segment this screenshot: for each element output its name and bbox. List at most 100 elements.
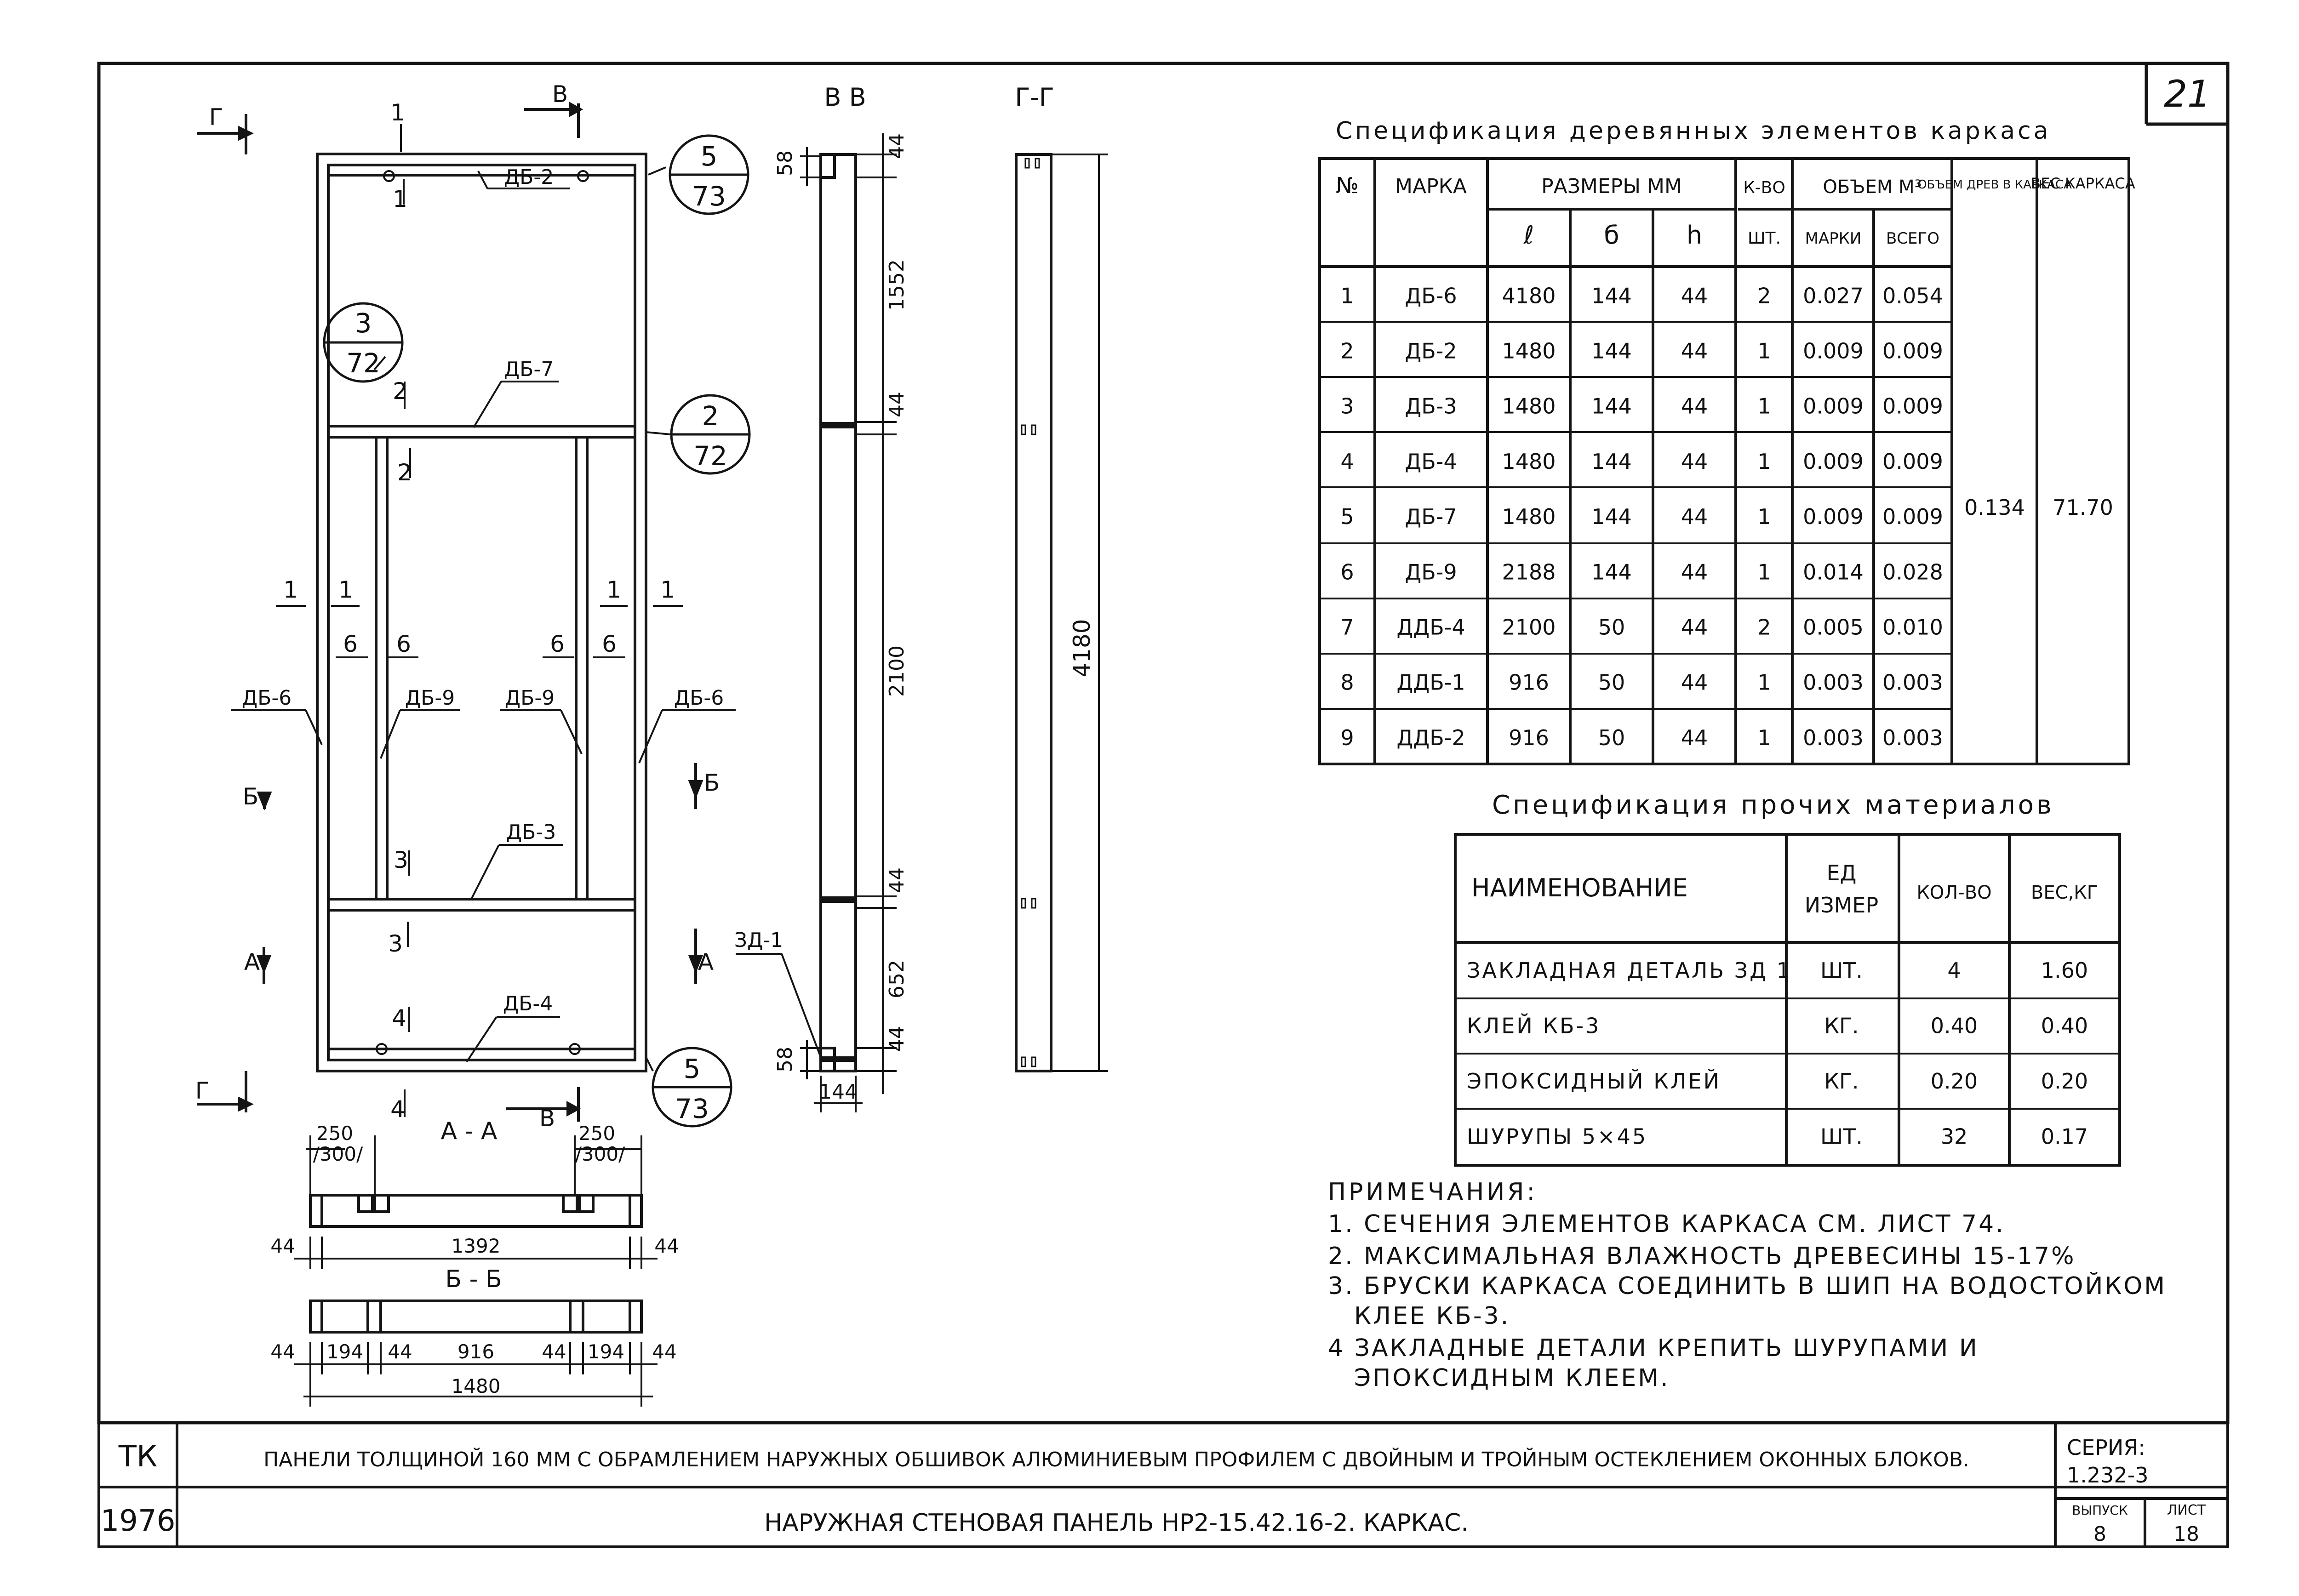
other-cell-name: ШУРУПЫ 5×45 xyxy=(1467,1124,1647,1149)
wood-cell-qty: 1 xyxy=(1757,394,1771,419)
section-aa: А - А 250 /300/ 250 /300/ xyxy=(270,1117,679,1269)
wood-cell-l: 1480 xyxy=(1502,339,1556,364)
wood-cell-mark: ДДБ-2 xyxy=(1396,725,1465,750)
wood-cell-h: 44 xyxy=(1681,449,1708,474)
wood-cell-n: 6 xyxy=(1340,559,1354,584)
other-cell-weight: 1.60 xyxy=(2041,958,2088,983)
wood-cell-vol: 0.009 xyxy=(1803,449,1864,474)
section-aa-title: А - А xyxy=(441,1117,498,1145)
wood-cell-total: 0.028 xyxy=(1882,559,1943,584)
callout-mid-num: 2 xyxy=(702,400,719,432)
sheet-title: НАРУЖНАЯ СТЕНОВАЯ ПАНЕЛЬ НР2-15.42.16-2.… xyxy=(764,1509,1469,1537)
top-rail-db2 xyxy=(327,164,636,177)
mark-4-lower: 4 xyxy=(390,1096,405,1123)
wood-cell-mark: ДБ-4 xyxy=(1405,449,1457,474)
wood-cell-vol: 0.003 xyxy=(1803,670,1864,695)
wood-cell-l: 1480 xyxy=(1502,449,1556,474)
note-line-6: ЭПОКСИДНЫМ КЛЕЕМ. xyxy=(1354,1364,1670,1392)
other-cell-unit: КГ. xyxy=(1824,1069,1859,1094)
wood-spec-table: Спецификация деревянных элементов каркас… xyxy=(1318,117,2135,765)
wood-cell-qty: 1 xyxy=(1757,449,1771,474)
mark-6-d: 6 xyxy=(602,631,617,657)
callout-left-num: 3 xyxy=(355,308,372,339)
series-value: 1.232-3 xyxy=(2067,1463,2149,1488)
notes-title: ПРИМЕЧАНИЯ: xyxy=(1328,1178,1538,1206)
hdr-weight: ВЕС КАРКАСА xyxy=(2030,175,2135,192)
dim-bb-44-b: 44 xyxy=(388,1340,412,1363)
mark-1-top: 1 xyxy=(390,99,405,126)
label-db2: ДБ-2 xyxy=(504,165,554,189)
wood-cell-h: 44 xyxy=(1681,504,1708,529)
wood-cell-vol: 0.027 xyxy=(1803,283,1864,308)
cut-label-g-top: Г xyxy=(209,104,223,131)
label-db6-left: ДБ-6 xyxy=(242,686,292,710)
wood-cell-mark: ДДБ-1 xyxy=(1396,670,1465,695)
dim-vv-9: 144 xyxy=(819,1080,858,1104)
other-cell-qty: 4 xyxy=(1947,958,1961,983)
other-cell-weight: 0.20 xyxy=(2041,1069,2088,1094)
label-db6-right: ДБ-6 xyxy=(674,686,724,710)
other-cell-weight: 0.40 xyxy=(2041,1014,2088,1038)
other-cell-unit: ШТ. xyxy=(1820,958,1863,983)
callout-bottom-den: 73 xyxy=(675,1093,709,1124)
cut-label-b-left: Б xyxy=(243,783,258,810)
wood-cell-l: 1480 xyxy=(1502,394,1556,419)
other-hdr-qty: КОЛ-ВО xyxy=(1916,882,1991,903)
other-cell-qty: 0.20 xyxy=(1931,1069,1978,1094)
wood-cell-h: 44 xyxy=(1681,725,1708,750)
label-zd1: ЗД-1 xyxy=(734,929,783,952)
dim-gg-length: 4180 xyxy=(1069,619,1095,677)
other-hdr-weight: ВЕС,КГ xyxy=(2031,882,2098,903)
wood-cell-h: 44 xyxy=(1681,283,1708,308)
wood-cell-b: 50 xyxy=(1598,615,1625,640)
wood-cell-l: 916 xyxy=(1509,670,1549,695)
dim-aa-250-right: 250 xyxy=(578,1122,615,1145)
mark-6-b: 6 xyxy=(396,631,411,657)
wood-cell-total: 0.010 xyxy=(1882,615,1943,640)
wood-cell-vol: 0.009 xyxy=(1803,339,1864,364)
dim-vv-4: 2100 xyxy=(885,645,909,697)
mark-2-upper: 2 xyxy=(393,378,407,405)
wood-cell-total: 0.009 xyxy=(1882,339,1943,364)
wood-cell-vol: 0.014 xyxy=(1803,559,1864,584)
mark-1-right-a: 1 xyxy=(606,576,621,603)
hdr-h: h xyxy=(1687,221,1702,250)
wood-cell-b: 144 xyxy=(1591,449,1632,474)
hdr-num: № xyxy=(1336,173,1359,199)
cut-label-g-bottom: Г xyxy=(195,1077,210,1104)
title-year: 1976 xyxy=(101,1504,176,1538)
callout-top-den: 73 xyxy=(692,181,726,212)
wood-cell-vol: 0.009 xyxy=(1803,504,1864,529)
cut-label-a-left: А xyxy=(244,949,260,975)
section-gg: Г-Г 4180 xyxy=(1015,83,1108,1072)
dim-aa-300-right: /300/ xyxy=(575,1143,625,1165)
wood-cell-n: 5 xyxy=(1340,504,1354,529)
wood-cell-n: 8 xyxy=(1340,670,1354,695)
dim-vv-8: 58 xyxy=(773,1047,797,1072)
mark-3-lower: 3 xyxy=(388,930,403,957)
wood-cell-total: 0.009 xyxy=(1882,449,1943,474)
sheet-number: 21 xyxy=(2164,73,2211,115)
dim-aa-44-left: 44 xyxy=(270,1235,295,1257)
wood-cell-vol: 0.009 xyxy=(1803,394,1864,419)
wood-cell-b: 50 xyxy=(1598,670,1625,695)
cut-label-a-right: А xyxy=(698,949,714,975)
mid-rail-db7 xyxy=(327,425,636,439)
section-vv-title: В В xyxy=(824,83,866,112)
wood-cell-n: 4 xyxy=(1340,449,1354,474)
wood-cell-b: 144 xyxy=(1591,339,1632,364)
wood-cell-qty: 1 xyxy=(1757,670,1771,695)
other-hdr-unit-1: ЕД xyxy=(1826,861,1856,885)
other-cell-qty: 0.40 xyxy=(1931,1014,1978,1038)
other-hdr-unit-2: ИЗМЕР xyxy=(1805,893,1878,918)
wood-cell-b: 144 xyxy=(1591,504,1632,529)
hdr-volume: ОБЪЕМ М³ xyxy=(1823,177,1922,198)
notes: ПРИМЕЧАНИЯ: 1. СЕЧЕНИЯ ЭЛЕМЕНТОВ КАРКАСА… xyxy=(1328,1178,2165,1392)
other-hdr-name: НАИМЕНОВАНИЕ xyxy=(1471,873,1688,902)
mark-3-upper: 3 xyxy=(394,847,408,873)
wood-cell-n: 1 xyxy=(1340,283,1354,308)
hdr-unit: ШТ. xyxy=(1748,229,1781,248)
wood-spec-title: Спецификация деревянных элементов каркас… xyxy=(1336,117,2051,145)
wood-cell-qty: 1 xyxy=(1757,559,1771,584)
